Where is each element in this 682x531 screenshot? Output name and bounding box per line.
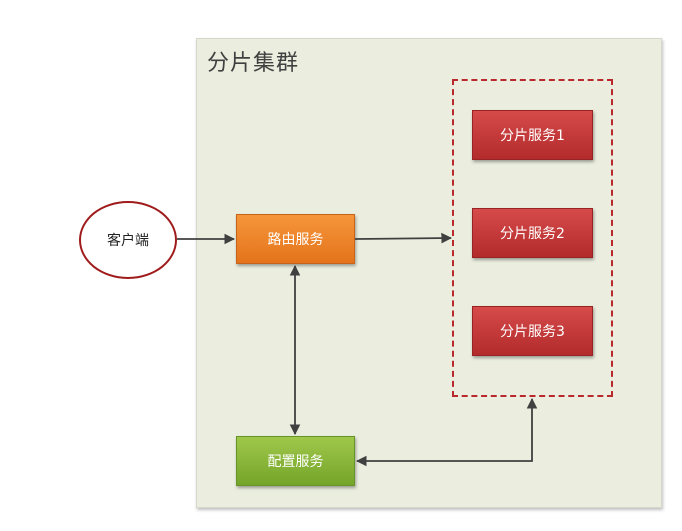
shard-2-label: 分片服务2 <box>500 226 565 242</box>
client-node: 客户端 <box>79 201 177 279</box>
shard-1-label: 分片服务1 <box>500 128 565 144</box>
config-label: 配置服务 <box>267 454 324 470</box>
shard-3-label: 分片服务3 <box>500 324 565 340</box>
router-label: 路由服务 <box>267 232 324 248</box>
cluster-title: 分片集群 <box>207 51 300 76</box>
shard-service-3-node: 分片服务3 <box>472 306 593 356</box>
config-service-node: 配置服务 <box>236 436 355 486</box>
shard-group-boundary <box>452 79 613 397</box>
router-service-node: 路由服务 <box>236 214 355 264</box>
shard-service-1-node: 分片服务1 <box>472 110 593 160</box>
client-label: 客户端 <box>107 233 149 249</box>
shard-service-2-node: 分片服务2 <box>472 208 593 258</box>
